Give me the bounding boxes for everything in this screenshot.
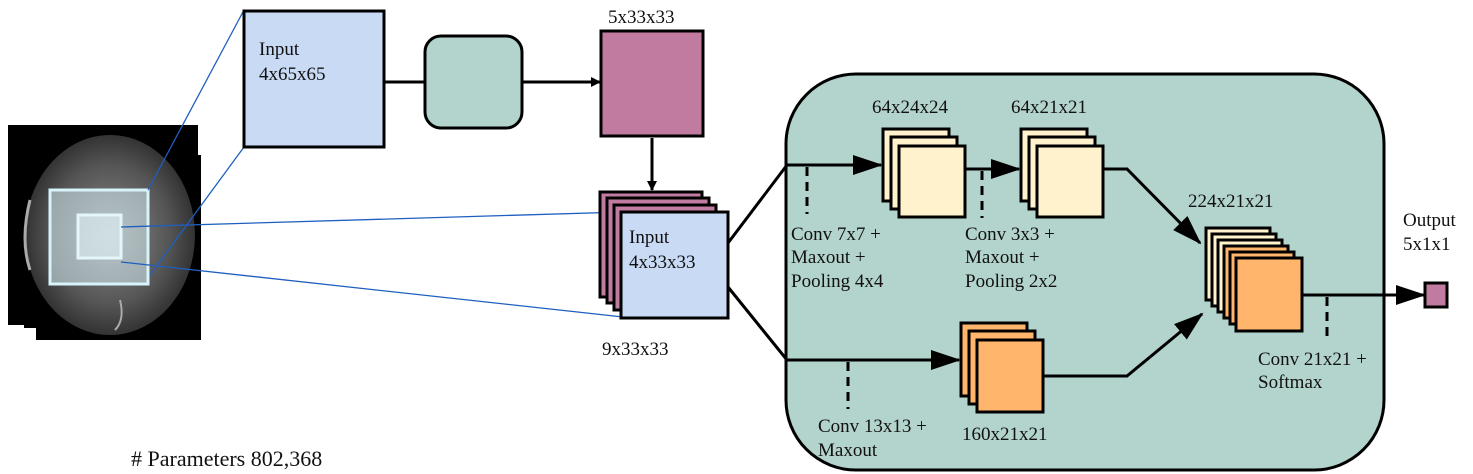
input-65-block: Input 4x65x65: [242, 9, 386, 149]
concat-total-dims: 9x33x33: [602, 339, 669, 360]
first-output-dims: 5x33x33: [608, 7, 675, 28]
local-feat2-stack: [1019, 127, 1105, 219]
output-title: Output: [1403, 210, 1457, 231]
projection-lines: [120, 9, 624, 318]
conv-final-line1: Conv 21x21 +: [1258, 349, 1367, 370]
parameters-count: # Parameters 802,368: [131, 446, 322, 471]
first-output-block: [599, 29, 705, 138]
first-cnn-block: [423, 34, 524, 130]
local-feat1-dims: 64x24x24: [872, 97, 949, 118]
conv2-line3: Pooling 2x2: [965, 271, 1057, 292]
concat-feat-dims: 224x21x21: [1188, 191, 1274, 212]
conv2-line1: Conv 3x3 +: [965, 224, 1055, 245]
conv-final-line2: Softmax: [1258, 372, 1323, 393]
input-65-dims: 4x65x65: [259, 64, 326, 85]
global-feat-stack: [959, 321, 1045, 414]
local-feat2-dims: 64x21x21: [1011, 97, 1087, 118]
concat-feat-stack: [1204, 226, 1304, 333]
conv-global-line1: Conv 13x13 +: [818, 416, 927, 437]
conv1-line1: Conv 7x7 +: [791, 224, 881, 245]
concat-input-dims: 4x33x33: [629, 252, 696, 273]
output-dims: 5x1x1: [1403, 234, 1451, 255]
concat-input-title: Input: [629, 227, 670, 248]
conv2-line2: Maxout +: [965, 247, 1040, 268]
local-feat1-stack: [881, 127, 967, 219]
mri-slices: [8, 125, 201, 340]
patch-small: [76, 213, 123, 260]
arrow-local-to-concat: [1103, 167, 1202, 245]
arrow-global-to-concat: [1043, 312, 1204, 378]
input-65-title: Input: [259, 39, 300, 60]
global-feat-dims: 160x21x21: [962, 424, 1048, 445]
conv-global-line2: Maxout: [818, 440, 878, 461]
output-block: [1423, 281, 1449, 309]
conv1-line2: Maxout +: [791, 247, 866, 268]
concat-input-stack: Input 4x33x33 9x33x33: [598, 190, 730, 360]
conv1-line3: Pooling 4x4: [791, 271, 884, 292]
